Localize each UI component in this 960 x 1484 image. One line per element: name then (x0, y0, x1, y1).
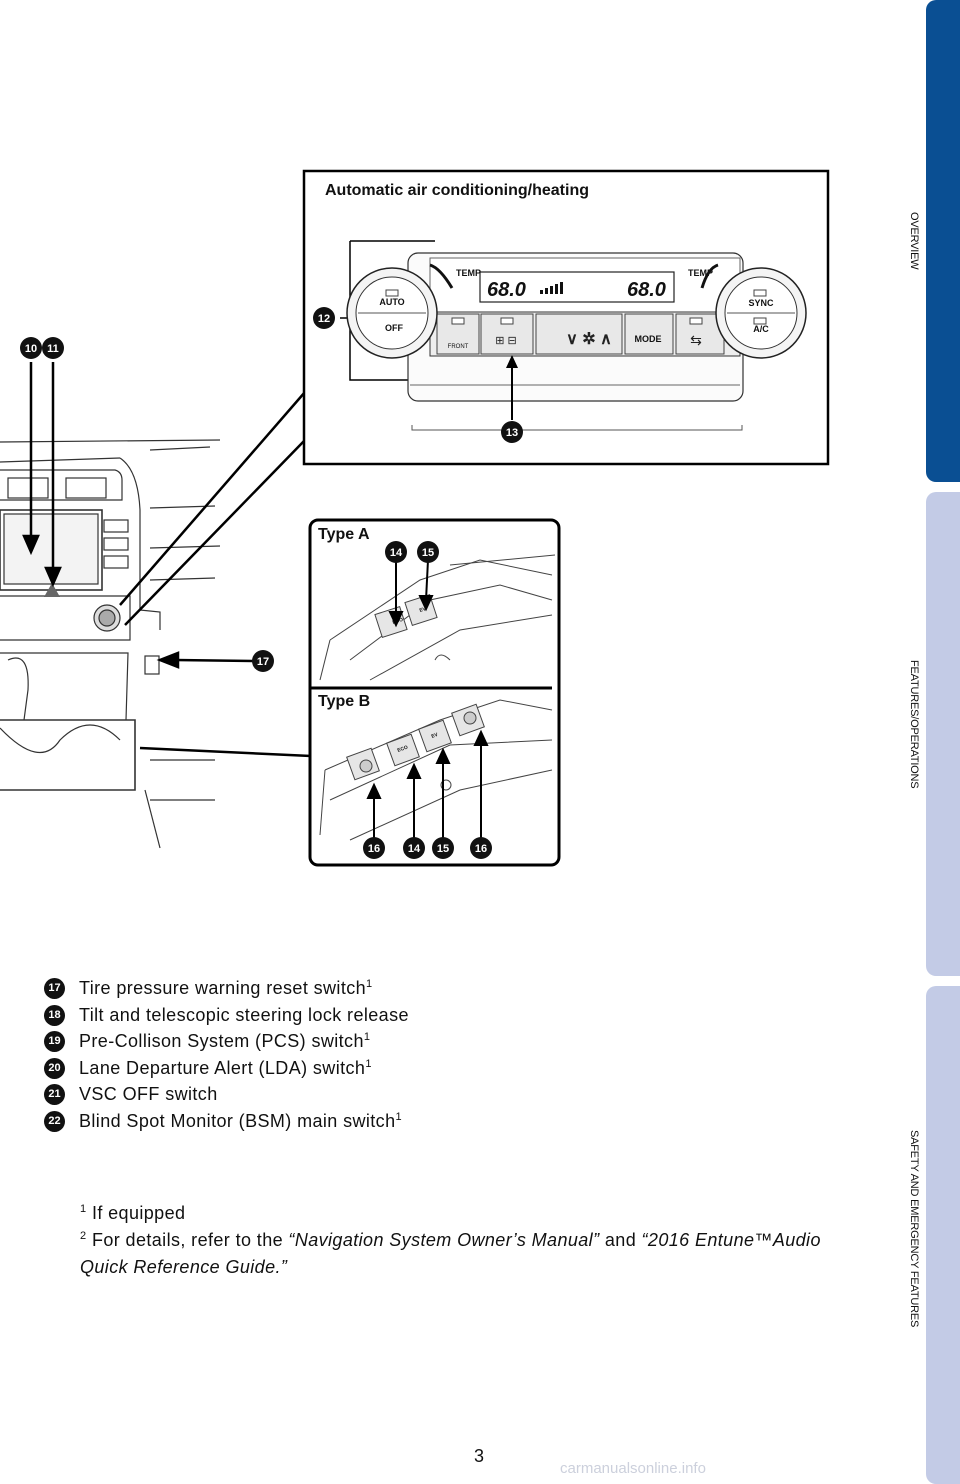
front-defrost-button[interactable]: FRONT (448, 344, 469, 350)
fan-level-bars (540, 282, 563, 294)
ac-inset-title: Automatic air conditioning/heating (325, 182, 589, 199)
ev-switch-b[interactable]: EV (431, 732, 440, 740)
footnote-1: 1 If equipped (80, 1200, 840, 1227)
legend-item: 18 Tilt and telescopic steering lock rele… (44, 1004, 409, 1031)
callout-14-a-label: 14 (390, 547, 403, 559)
tab-overview[interactable] (926, 0, 960, 482)
callout-17: 17 (252, 650, 274, 672)
svg-text:⊞ ⊟: ⊞ ⊟ (495, 335, 517, 347)
callout-15-type-b: 15 (432, 837, 454, 859)
callout-14-type-a: 14 (385, 541, 407, 563)
ac-button[interactable]: A/C (753, 324, 769, 334)
switch-arrows (366, 559, 489, 838)
legend-item: 17 Tire pressure warning reset switch1 (44, 977, 409, 1004)
footnote-2-text-mid: and (599, 1230, 642, 1250)
callout-15-b-label: 15 (437, 843, 449, 855)
footnote-2-entune-guide: “2016 Entune™Audio Quick Reference Guide… (80, 1230, 821, 1277)
footnote-2-nav-manual: “Navigation System Owner’s Manual” (288, 1230, 600, 1250)
dash-arrows (22, 362, 254, 669)
callout-12-label: 12 (318, 313, 330, 325)
auto-button[interactable]: AUTO (379, 297, 404, 307)
legend-number: 19 (44, 1031, 65, 1052)
callout-13-label: 13 (506, 427, 518, 439)
eco-switch-b[interactable]: ECO (397, 744, 409, 753)
callout-15-a-label: 15 (422, 547, 434, 559)
type-b-label: Type B (318, 693, 371, 710)
callout-15-type-a: 15 (417, 541, 439, 563)
callout-11: 11 (42, 337, 64, 359)
callout-16-type-b-right: 16 (470, 837, 492, 859)
temp-display-right: 68.0 (627, 279, 666, 301)
callout-12: 12 (313, 307, 335, 329)
legend-text: Tilt and telescopic steering lock releas… (79, 1004, 409, 1025)
switch-inset-frame (308, 518, 561, 867)
legend-number: 20 (44, 1057, 65, 1079)
footnote-1-marker: 1 (80, 1203, 87, 1215)
callout-16-type-b-left: 16 (363, 837, 385, 859)
legend-text: Lane Departure Alert (LDA) switch (79, 1057, 366, 1078)
legend-number: 21 (44, 1084, 65, 1105)
dashboard-illustration: ∨ ✲ ∧ ⇆ ⊞ ⊟ TEMP TEMP 68.0 68.0 AUTO OFF… (0, 169, 830, 867)
legend-text: Blind Spot Monitor (BSM) main switch (79, 1110, 396, 1131)
footnotes: 1 If equipped 2 For details, refer to th… (80, 1200, 840, 1281)
ev-switch-a[interactable]: EV (419, 606, 428, 614)
ac-panel-drawing: ∨ ✲ ∧ ⇆ ⊞ ⊟ (340, 240, 807, 431)
temp-label-left: TEMP (456, 268, 481, 278)
legend-number: 17 (44, 978, 65, 999)
type-b-drawing (319, 699, 553, 841)
legend-text: VSC OFF switch (79, 1084, 218, 1104)
tab-safety-emergency[interactable] (926, 986, 960, 1484)
legend-item: 21 VSC OFF switch (44, 1083, 409, 1110)
sync-button[interactable]: SYNC (748, 298, 774, 308)
footnote-2-marker: 2 (80, 1230, 87, 1242)
svg-text:∨ ✲ ∧: ∨ ✲ ∧ (566, 331, 612, 348)
legend-sup: 1 (363, 1031, 371, 1043)
footnote-1-text: If equipped (91, 1203, 186, 1223)
legend-item: 19 Pre-Collison System (PCS) switch1 (44, 1030, 409, 1057)
callout-10: 10 (20, 337, 42, 359)
callout-13: 13 (501, 421, 523, 443)
legend-text: Pre-Collison System (PCS) switch (79, 1031, 364, 1051)
callout-16-b-left-label: 16 (368, 843, 380, 855)
legend-number: 22 (44, 1110, 65, 1132)
type-a-label: Type A (318, 526, 370, 543)
svg-text:⇆: ⇆ (690, 332, 702, 348)
callout-10-label: 10 (25, 343, 37, 355)
legend-sup: 1 (366, 978, 373, 990)
leader-lines (119, 391, 312, 758)
mode-button[interactable]: MODE (635, 334, 662, 344)
legend-sup: 1 (365, 1057, 372, 1070)
callout-17-label: 17 (257, 656, 269, 668)
tab-safety-label: SAFETY AND EMERGENCY FEATURES (908, 1130, 920, 1328)
tab-features-operations[interactable] (926, 492, 960, 976)
footnote-2: 2 For details, refer to the “Navigation … (80, 1227, 840, 1281)
legend-text: Tire pressure warning reset switch (79, 978, 367, 998)
dashboard-lines (0, 439, 221, 849)
callout-14-type-b: 14 (403, 837, 425, 859)
callout-11-label: 11 (47, 343, 59, 355)
legend-item: 20 Lane Departure Alert (LDA) switch1 (44, 1057, 409, 1084)
watermark: carmanualsonline.info (560, 1460, 706, 1477)
temp-display-left: 68.0 (487, 279, 526, 301)
callout-14-b-label: 14 (408, 843, 421, 855)
legend-sup: 1 (395, 1110, 403, 1123)
tab-features-label: FEATURES/OPERATIONS (908, 660, 920, 789)
off-button[interactable]: OFF (385, 323, 403, 333)
temp-label-right: TEMP (688, 268, 713, 278)
legend-item: 22 Blind Spot Monitor (BSM) main switch1 (44, 1110, 409, 1137)
footnote-2-text-start: For details, refer to the (91, 1230, 289, 1250)
legend-number: 18 (44, 1004, 65, 1026)
tab-overview-label: OVERVIEW (908, 212, 920, 270)
page-number: 3 (474, 1446, 485, 1466)
callout-16-b-right-label: 16 (475, 843, 487, 855)
